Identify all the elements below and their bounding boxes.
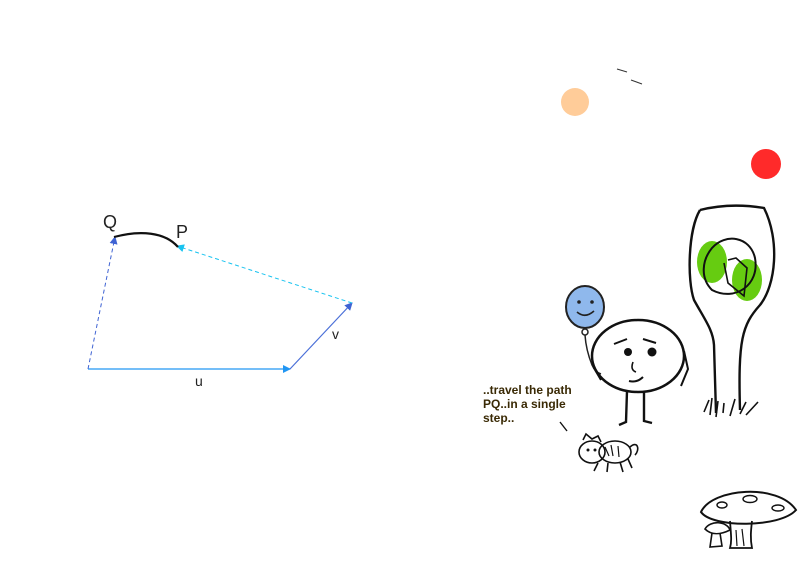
red-ball bbox=[751, 149, 781, 179]
cat-doodle bbox=[559, 421, 639, 473]
vector-v-arrow bbox=[289, 302, 353, 370]
balloon-doodle bbox=[565, 285, 605, 375]
bird-mark bbox=[630, 79, 643, 85]
vector-v-label: v bbox=[332, 326, 339, 342]
point-q-label: Q bbox=[103, 212, 118, 232]
stick-figure-doodle bbox=[590, 318, 690, 427]
bird-mark bbox=[616, 68, 628, 73]
sun-blob bbox=[561, 88, 589, 116]
vector-u-label: u bbox=[195, 373, 203, 389]
speech-line-3: step.. bbox=[483, 411, 515, 425]
path-pq-curve bbox=[113, 232, 179, 248]
dashed-return-arrow bbox=[176, 244, 353, 304]
point-p-label: P bbox=[176, 222, 189, 242]
dashed-start-arrow bbox=[87, 236, 118, 370]
tree-doodle bbox=[688, 204, 776, 418]
mushroom-doodle bbox=[699, 490, 798, 549]
speech-line-1: ..travel the path bbox=[483, 383, 572, 397]
speech-line-2: PQ..in a single bbox=[483, 397, 566, 411]
speech-caption: ..travel the path PQ..in a single step.. bbox=[483, 383, 603, 425]
